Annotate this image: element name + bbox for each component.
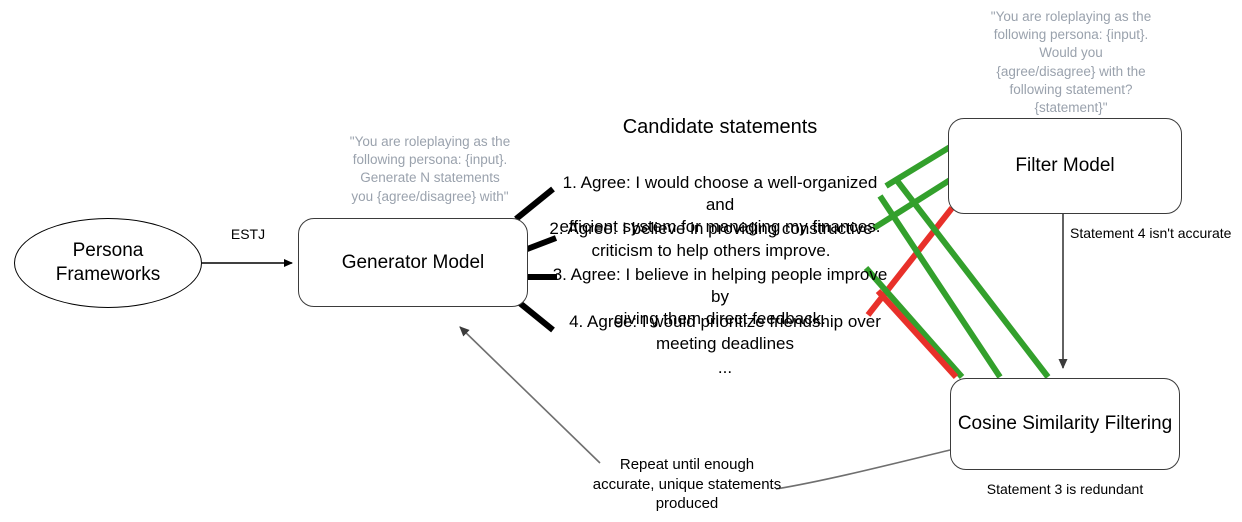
candidate-statements-title: Candidate statements	[622, 116, 818, 138]
caption-statement-3-redundant: Statement 3 is redundant	[986, 481, 1144, 497]
repeat-loop-line-1: Repeat until enough	[619, 456, 755, 473]
node-filter-model-label: Filter Model	[1015, 155, 1115, 176]
node-persona-frameworks-label: Persona Frameworks	[56, 239, 161, 287]
repeat-loop-line-2: accurate, unique statements	[592, 475, 782, 493]
statement-2-line-2: criticism to help others improve.	[591, 240, 831, 260]
prompt-generator: "You are roleplaying as the following pe…	[322, 133, 538, 206]
prompt-filter-line-5: following statement?	[1009, 81, 1133, 97]
persona-label-line-2: Frameworks	[55, 264, 161, 285]
statement-4-line-2: meeting deadlines	[656, 333, 794, 353]
statement-item-4: 4. Agree: I would prioritize friendship …	[558, 311, 892, 355]
prompt-filter-line-2: following persona: {input}.	[993, 27, 1149, 43]
repeat-loop-line-3: produced	[655, 495, 719, 512]
prompt-generator-line-3: Generate N statements	[360, 170, 500, 186]
prompt-filter-line-3: Would you	[1039, 45, 1103, 61]
prompt-filter-line-6: {statement}"	[1034, 100, 1108, 116]
prompt-filter-line-4: {agree/disagree} with the	[996, 63, 1146, 79]
statement-4-line-1: 4. Agree: I would prioritize friendship …	[569, 312, 881, 331]
statement-3-line-2: giving them direct feedback.	[614, 308, 826, 328]
node-generator-model-label: Generator Model	[341, 251, 485, 273]
edge-cosine-to-loop-label	[775, 449, 951, 490]
statement-item-1: 1. Agree: I would choose a well-organize…	[548, 172, 892, 237]
caption-repeat-loop: Repeat until enough accurate, unique sta…	[592, 455, 782, 514]
statement-item-2: 2. Agree: I believe in providing constru…	[548, 218, 874, 262]
node-filter-model[interactable]: Filter Model	[948, 118, 1182, 214]
node-persona-frameworks[interactable]: Persona Frameworks	[14, 218, 202, 308]
node-cosine-label: Cosine Similarity Filtering	[957, 413, 1173, 434]
statements-ellipsis: ...	[717, 358, 733, 377]
prompt-generator-line-1: "You are roleplaying as the	[349, 134, 511, 149]
edge-label-estj: ESTJ	[230, 226, 266, 242]
statement-item-3: 3. Agree: I believe in helping people im…	[548, 264, 892, 329]
statement-2-line-1: 2. Agree: I believe in providing constru…	[549, 219, 873, 238]
statement-3-line-1: 3. Agree: I believe in helping people im…	[552, 265, 888, 306]
line-statement-2b-to-cosine	[877, 194, 1003, 379]
prompt-filter: "You are roleplaying as the following pe…	[965, 8, 1177, 117]
node-generator-model[interactable]: Generator Model	[298, 218, 528, 307]
prompt-generator-line-2: following persona: {input}.	[352, 152, 508, 168]
statement-1-line-2: efficient system for managing my finance…	[559, 216, 881, 236]
node-cosine-similarity-filtering[interactable]: Cosine Similarity Filtering	[950, 378, 1180, 470]
line-statement-1-to-filter	[884, 144, 952, 189]
statement-1-line-1: 1. Agree: I would choose a well-organize…	[562, 173, 878, 214]
prompt-generator-line-4: you {agree/disagree} with"	[351, 188, 509, 204]
prompt-filter-line-1: "You are roleplaying as the	[990, 9, 1152, 24]
edge-label-statement-4-inaccurate: Statement 4 isn't accurate	[1070, 225, 1232, 241]
persona-label-line-1: Persona	[72, 240, 144, 262]
